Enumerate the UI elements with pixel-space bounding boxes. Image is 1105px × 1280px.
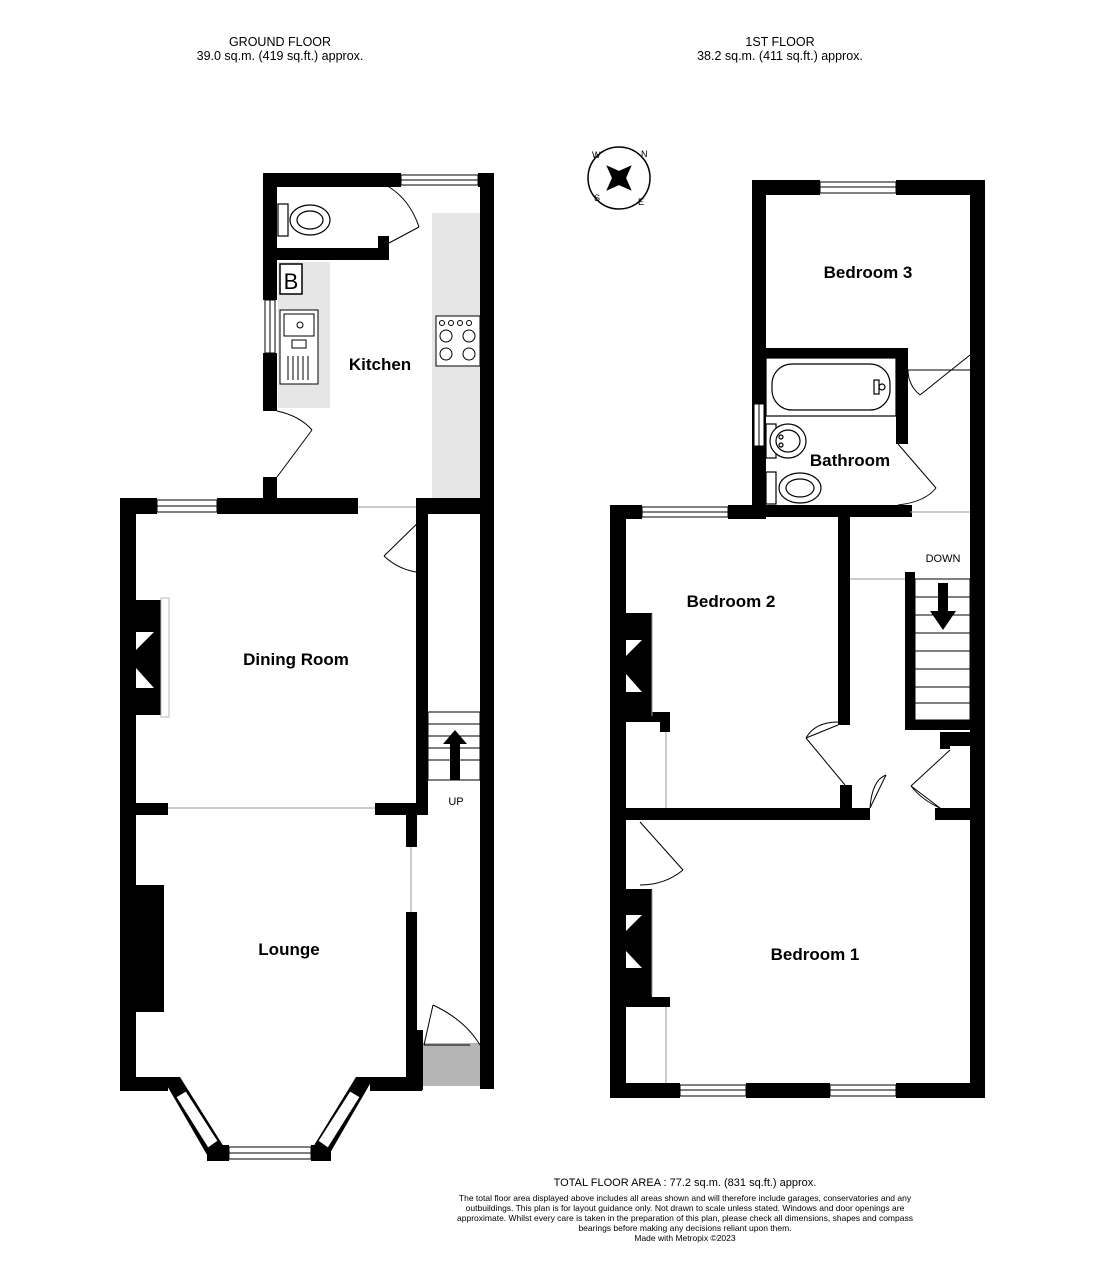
ground-floor-plan: B Kitchen Dining Room	[120, 173, 494, 1161]
basin-icon	[765, 423, 807, 459]
first-windows	[641, 181, 897, 1097]
room-label-bathroom: Bathroom	[810, 451, 890, 470]
first-thin-lines	[651, 511, 970, 1083]
ground-stairs	[427, 711, 481, 781]
room-label-bedroom-3: Bedroom 3	[824, 263, 913, 282]
room-label-dining-room: Dining Room	[243, 650, 349, 669]
dining-window	[156, 499, 218, 513]
wc-toilet-icon	[277, 203, 331, 237]
ground-floor-header: GROUND FLOOR 39.0 sq.m. (419 sq.ft.) app…	[130, 35, 430, 63]
ground-floor-title: GROUND FLOOR	[228, 35, 332, 49]
ground-thin-lines	[168, 506, 480, 912]
first-floor-plan: Bedroom 3 Bathroom Bedroom 2 Bedroom 1 D…	[610, 180, 985, 1098]
ground-floor-area: 39.0 sq.m. (419 sq.ft.) approx.	[196, 49, 364, 63]
first-doors	[639, 354, 971, 886]
first-floor-title: 1ST FLOOR	[745, 35, 815, 49]
bath-icon	[765, 357, 897, 417]
first-floor-area: 38.2 sq.m. (411 sq.ft.) approx.	[697, 49, 863, 63]
compass-n: N	[641, 149, 648, 159]
first-floor-header: 1ST FLOOR 38.2 sq.m. (411 sq.ft.) approx…	[630, 35, 930, 63]
room-label-lounge: Lounge	[258, 940, 319, 959]
stairs-up-label: UP	[448, 796, 463, 808]
footer: TOTAL FLOOR AREA : 77.2 sq.m. (831 sq.ft…	[450, 1177, 920, 1243]
disclaimer-text: The total floor area displayed above inc…	[457, 1193, 913, 1233]
lounge-bay-window	[162, 1077, 374, 1161]
hob-icon	[435, 315, 481, 367]
compass-w: W	[592, 150, 601, 160]
bathroom-toilet-icon	[765, 471, 822, 505]
compass-icon: N E S W	[587, 146, 651, 210]
boiler-label: B	[284, 269, 299, 294]
compass-e: E	[638, 197, 644, 207]
kitchen-walls	[263, 173, 494, 513]
sink-icon	[279, 309, 319, 385]
porch-floor	[420, 1043, 482, 1086]
first-walls	[610, 180, 985, 1098]
kitchen-windows	[264, 174, 479, 354]
ground-doors	[276, 186, 481, 1046]
total-floor-area: TOTAL FLOOR AREA : 77.2 sq.m. (831 sq.ft…	[553, 1177, 817, 1189]
first-stairs	[914, 578, 971, 721]
room-label-bedroom-1: Bedroom 1	[771, 945, 860, 964]
stairs-down-label: DOWN	[926, 553, 961, 565]
room-label-bedroom-2: Bedroom 2	[687, 592, 776, 611]
dining-chimney-breast	[160, 597, 170, 718]
credit-text: Made with Metropix ©2023	[634, 1233, 736, 1243]
compass-s: S	[594, 193, 600, 203]
boiler-icon: B	[279, 263, 303, 295]
room-label-kitchen: Kitchen	[349, 355, 411, 374]
ground-main-walls	[120, 498, 494, 1091]
